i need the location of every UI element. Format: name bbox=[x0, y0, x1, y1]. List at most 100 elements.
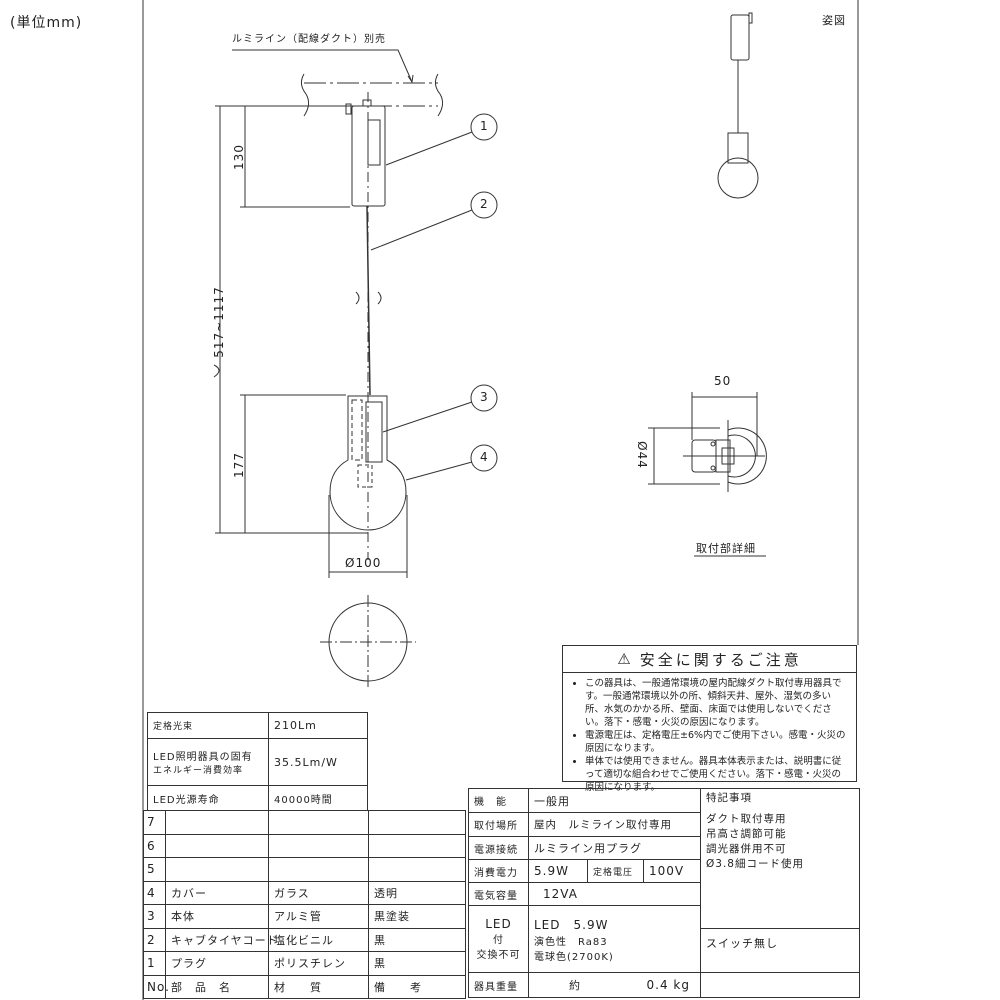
part-note: 黒 bbox=[368, 951, 466, 976]
part-no: 2 bbox=[143, 927, 166, 952]
special-item: 調光器併用不可 bbox=[706, 843, 787, 855]
dim-177-label: 177 bbox=[231, 452, 246, 478]
spec-label: 電源接続 bbox=[468, 836, 529, 860]
spec-value: 電球色(2700K) bbox=[534, 951, 614, 963]
dim-dia44-label: Ø44 bbox=[634, 441, 649, 469]
blank-cell bbox=[700, 972, 860, 998]
part-name: キャブタイヤコード bbox=[165, 927, 278, 952]
part-material bbox=[268, 857, 369, 882]
spec-value: 屋内 ルミライン取付専用 bbox=[528, 812, 701, 837]
part-name: プラグ bbox=[165, 951, 269, 976]
part-material: 塩化ビニル bbox=[268, 927, 369, 952]
part-material bbox=[268, 833, 369, 858]
part-no: 1 bbox=[143, 951, 166, 976]
part-name bbox=[165, 833, 269, 858]
spec-value: 12VA bbox=[528, 882, 701, 906]
spec-value: 約 bbox=[569, 979, 581, 992]
dim-dia100-label: Ø100 bbox=[345, 556, 382, 570]
spec-label: 付 bbox=[493, 935, 504, 946]
spec-label: 機 能 bbox=[468, 788, 529, 813]
mount-detail bbox=[648, 392, 767, 557]
spec-label: 交換不可 bbox=[476, 950, 521, 961]
dim-50-label: 50 bbox=[714, 374, 732, 388]
break-mark bbox=[434, 73, 444, 117]
special-item: Ø3.8細コード使用 bbox=[706, 858, 804, 870]
part-note bbox=[368, 857, 466, 882]
spec-label: LED光源寿命 bbox=[147, 785, 269, 811]
part-note: 透明 bbox=[368, 880, 466, 905]
special-item: ダクト取付専用 bbox=[706, 813, 787, 825]
safety-item: 単体では使用できません。器具本体表示または、説明書に従って適切な組合わせでご使用… bbox=[585, 755, 850, 794]
spec-label: 器具重量 bbox=[468, 972, 529, 998]
cord bbox=[366, 205, 371, 396]
socket-body bbox=[365, 401, 383, 463]
callout-3 bbox=[470, 384, 498, 412]
part-note: 備 考 bbox=[368, 974, 466, 999]
spec-value: ルミライン用プラグ bbox=[528, 836, 701, 860]
part-note bbox=[368, 810, 466, 835]
part-material: アルミ管 bbox=[268, 904, 369, 929]
safety-item: 電源電圧は、定格電圧±6%内でご使用下さい。感電・火災の原因になります。 bbox=[585, 729, 850, 755]
special-switch: スイッチ無し bbox=[700, 928, 860, 973]
spec-label: 定格電圧 bbox=[587, 859, 644, 883]
part-no: 5 bbox=[143, 857, 166, 882]
duct-label: ルミライン（配線ダクト）別売 bbox=[232, 34, 386, 45]
spec-value: 0.4 kg bbox=[646, 978, 690, 992]
part-no: 3 bbox=[143, 904, 166, 929]
part-note: 黒塗装 bbox=[368, 904, 466, 929]
callout-2-label: 2 bbox=[480, 197, 489, 211]
perspective-view bbox=[717, 12, 759, 199]
callout-2 bbox=[470, 191, 498, 219]
safety-item: この器具は、一般通常環境の屋内配線ダクト取付専用器具です。一般通常環境以外の所、… bbox=[585, 677, 850, 729]
spec-label: 定格光束 bbox=[147, 712, 269, 739]
break-mark bbox=[300, 73, 310, 117]
callout-3-label: 3 bbox=[480, 390, 489, 404]
plug-inner bbox=[367, 119, 381, 166]
part-name: 本体 bbox=[165, 904, 269, 929]
part-name bbox=[165, 857, 269, 882]
spec-value: 演色性 Ra83 bbox=[534, 936, 608, 948]
spec-label: 電気容量 bbox=[468, 882, 529, 906]
spec-value: 35.5Lm/W bbox=[268, 738, 368, 786]
callout-1-label: 1 bbox=[480, 119, 489, 133]
part-material: ガラス bbox=[268, 880, 369, 905]
spec-value: 5.9W bbox=[528, 859, 588, 883]
part-note: 黒 bbox=[368, 927, 466, 952]
part-name: 部 品 名 bbox=[165, 974, 269, 999]
detail-title: 取付部詳細 bbox=[696, 542, 756, 555]
part-material: ポリスチレン bbox=[268, 951, 369, 976]
part-no: 7 bbox=[143, 810, 166, 835]
warning-icon: ⚠ bbox=[617, 650, 634, 668]
part-no: 6 bbox=[143, 833, 166, 858]
dim-130-label: 130 bbox=[231, 144, 246, 170]
callout-4-label: 4 bbox=[480, 450, 489, 464]
spec-value: 210Lm bbox=[268, 712, 368, 739]
spec-value: LED 5.9W bbox=[534, 917, 609, 932]
special-title: 特記事項 bbox=[706, 792, 752, 804]
plug-clip bbox=[345, 103, 352, 115]
part-note bbox=[368, 833, 466, 858]
safety-title: 安全に関するご注意 bbox=[639, 650, 802, 669]
spec-value: 40000時間 bbox=[268, 785, 368, 811]
duct-leader bbox=[232, 49, 413, 83]
spec-label: エネルギー消費効率 bbox=[153, 766, 244, 776]
callout-4 bbox=[470, 444, 498, 472]
arrowhead bbox=[407, 74, 414, 84]
part-no: No. bbox=[143, 974, 169, 999]
spec-label: 消費電力 bbox=[468, 859, 529, 883]
bulb-outline bbox=[329, 395, 407, 531]
spec-value: 一般用 bbox=[528, 788, 701, 813]
spec-label: LED照明器具の固有 bbox=[153, 752, 253, 763]
spec-label: LED bbox=[485, 917, 512, 931]
safety-notice: ⚠ 安全に関するご注意 この器具は、一般通常環境の屋内配線ダクト取付専用器具です。… bbox=[562, 645, 857, 793]
spec-label: 取付場所 bbox=[468, 812, 529, 837]
part-material: 材 質 bbox=[268, 974, 369, 999]
spec-value: 100V bbox=[643, 859, 701, 883]
led-hidden bbox=[357, 464, 373, 488]
socket-hidden bbox=[351, 399, 363, 461]
cord-break bbox=[355, 291, 382, 305]
dim-total-label: 517~1117 bbox=[211, 286, 226, 358]
part-material bbox=[268, 810, 369, 835]
